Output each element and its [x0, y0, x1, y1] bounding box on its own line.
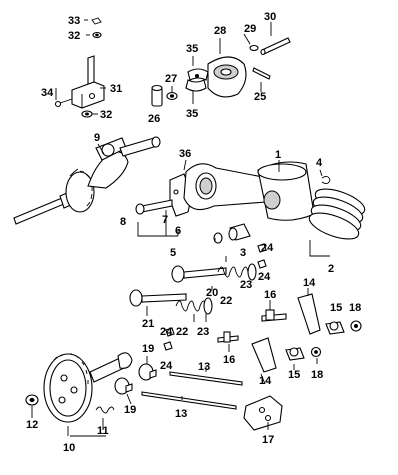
callout-12: 12 [26, 419, 38, 431]
callout-18b: 18 [311, 369, 323, 381]
callout-15a: 15 [330, 302, 342, 314]
callout-17: 17 [262, 434, 274, 446]
callout-32b: 32 [100, 109, 112, 121]
callout-24a: 24 [261, 242, 274, 254]
callout-28: 28 [214, 25, 226, 37]
callout-11: 11 [97, 425, 109, 437]
callout-19b: 19 [124, 404, 136, 416]
callout-22a: 22 [220, 295, 232, 307]
callout-34: 34 [41, 87, 54, 99]
callout-1: 1 [275, 149, 281, 161]
callout-36: 36 [179, 148, 191, 160]
callout-5: 5 [170, 247, 176, 259]
callout-23b: 23 [197, 326, 209, 338]
callout-24b: 24 [258, 271, 271, 283]
callout-14a: 14 [303, 277, 316, 289]
callout-24d: 24 [160, 360, 173, 372]
callout-33: 33 [68, 15, 80, 27]
callout-13b: 13 [175, 408, 187, 420]
leader-lines [31, 19, 330, 437]
callout-25: 25 [254, 91, 266, 103]
connecting-rod-assembly [135, 163, 269, 217]
governor-assembly [151, 37, 291, 107]
callout-2: 2 [328, 263, 334, 275]
callout-20: 20 [206, 287, 218, 299]
callout-10: 10 [63, 442, 75, 454]
callout-labels: 33 32 34 31 32 27 26 35 35 28 29 30 25 9… [26, 11, 361, 454]
callout-21: 21 [142, 318, 154, 330]
rocker-assembly [251, 293, 362, 373]
callout-27: 27 [165, 73, 177, 85]
callout-31: 31 [110, 83, 122, 95]
callout-14b: 14 [259, 375, 272, 387]
callout-9: 9 [94, 132, 100, 144]
callout-24c: 24 [160, 326, 173, 338]
callout-18a: 18 [349, 302, 361, 314]
callout-22b: 22 [176, 326, 188, 338]
callout-3: 3 [240, 247, 246, 259]
piston-assembly [213, 161, 366, 244]
callout-35b: 35 [186, 108, 198, 120]
callout-4: 4 [316, 157, 323, 169]
callout-16b: 16 [223, 354, 235, 366]
callout-30: 30 [264, 11, 276, 23]
callout-8: 8 [120, 216, 126, 228]
callout-29: 29 [244, 23, 256, 35]
callout-7: 7 [162, 214, 168, 226]
valve-train-upper [129, 243, 287, 351]
crankshaft [13, 136, 161, 225]
callout-16a: 16 [264, 289, 276, 301]
callout-19a: 19 [142, 343, 154, 355]
callout-32: 32 [68, 30, 80, 42]
camshaft-assembly [25, 352, 283, 431]
callout-26: 26 [148, 113, 160, 125]
callout-13a: 13 [198, 361, 210, 373]
callout-15b: 15 [288, 369, 300, 381]
governor-bracket-assembly [54, 17, 105, 118]
callout-23a: 23 [240, 279, 252, 291]
callout-6: 6 [175, 225, 181, 237]
callout-35a: 35 [186, 43, 198, 55]
